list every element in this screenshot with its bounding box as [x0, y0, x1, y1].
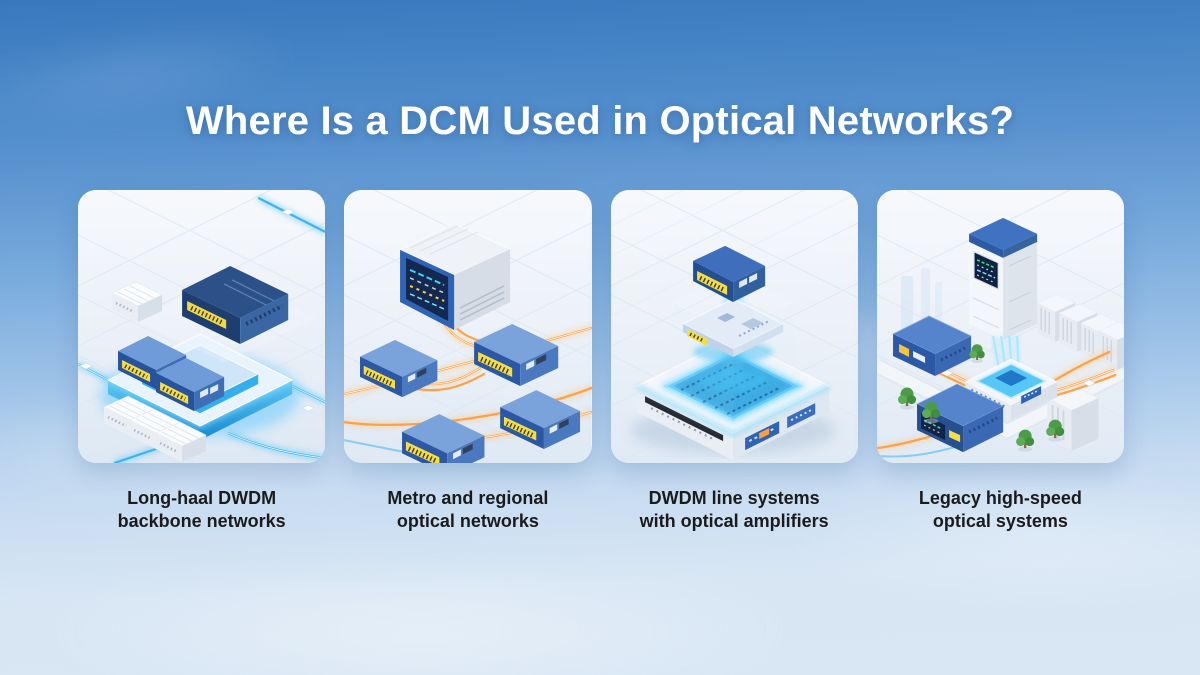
line-systems-scene-illustration: [610, 190, 858, 463]
blue-terminal-unit: [891, 315, 972, 377]
card-backbone-caption: Long-haal DWDM backbone networks: [78, 487, 325, 533]
caption-line: backbone networks: [117, 511, 286, 531]
backbone-scene-illustration: [78, 190, 326, 463]
card-metro: Metro and regional optical networks: [344, 190, 592, 533]
card-backbone-image: [78, 190, 326, 463]
card-legacy-caption: Legacy high-speed optical systems: [877, 487, 1124, 533]
large-dcm-unit: [182, 265, 289, 345]
caption-line: DWDM line systems: [648, 488, 820, 508]
legacy-tower: [968, 217, 1037, 341]
cloud-wisp: [780, 470, 1200, 600]
card-line-systems-image: [610, 190, 858, 463]
card-legacy: Legacy high-speed optical systems: [876, 190, 1124, 533]
card-line-systems: DWDM line systems with optical amplifier…: [610, 190, 858, 533]
filter-board: [681, 298, 784, 363]
card-backbone: Long-haal DWDM backbone networks: [78, 190, 326, 533]
caption-line: Legacy high-speed: [918, 488, 1082, 508]
cards-row: Long-haal DWDM backbone networks: [78, 190, 1124, 533]
card-metro-image: [344, 190, 592, 463]
monitoring-unit: [399, 223, 512, 331]
caption-line: Metro and regional: [387, 488, 549, 508]
card-metro-caption: Metro and regional optical networks: [344, 487, 591, 533]
page-title: Where Is a DCM Used in Optical Networks?: [185, 99, 1015, 143]
caption-line: optical networks: [396, 511, 539, 531]
caption-line: optical systems: [932, 511, 1068, 531]
card-line-systems-caption: DWDM line systems with optical amplifier…: [611, 487, 858, 533]
cloud-wisp: [40, 556, 800, 675]
dcm-module: [692, 245, 765, 302]
card-legacy-image: [876, 190, 1124, 463]
caption-line: Long-haal DWDM: [127, 488, 277, 508]
legacy-scene-illustration: [876, 190, 1124, 463]
caption-line: with optical amplifiers: [639, 511, 829, 531]
metro-scene-illustration: [344, 190, 592, 463]
beam-glow: [698, 368, 767, 393]
